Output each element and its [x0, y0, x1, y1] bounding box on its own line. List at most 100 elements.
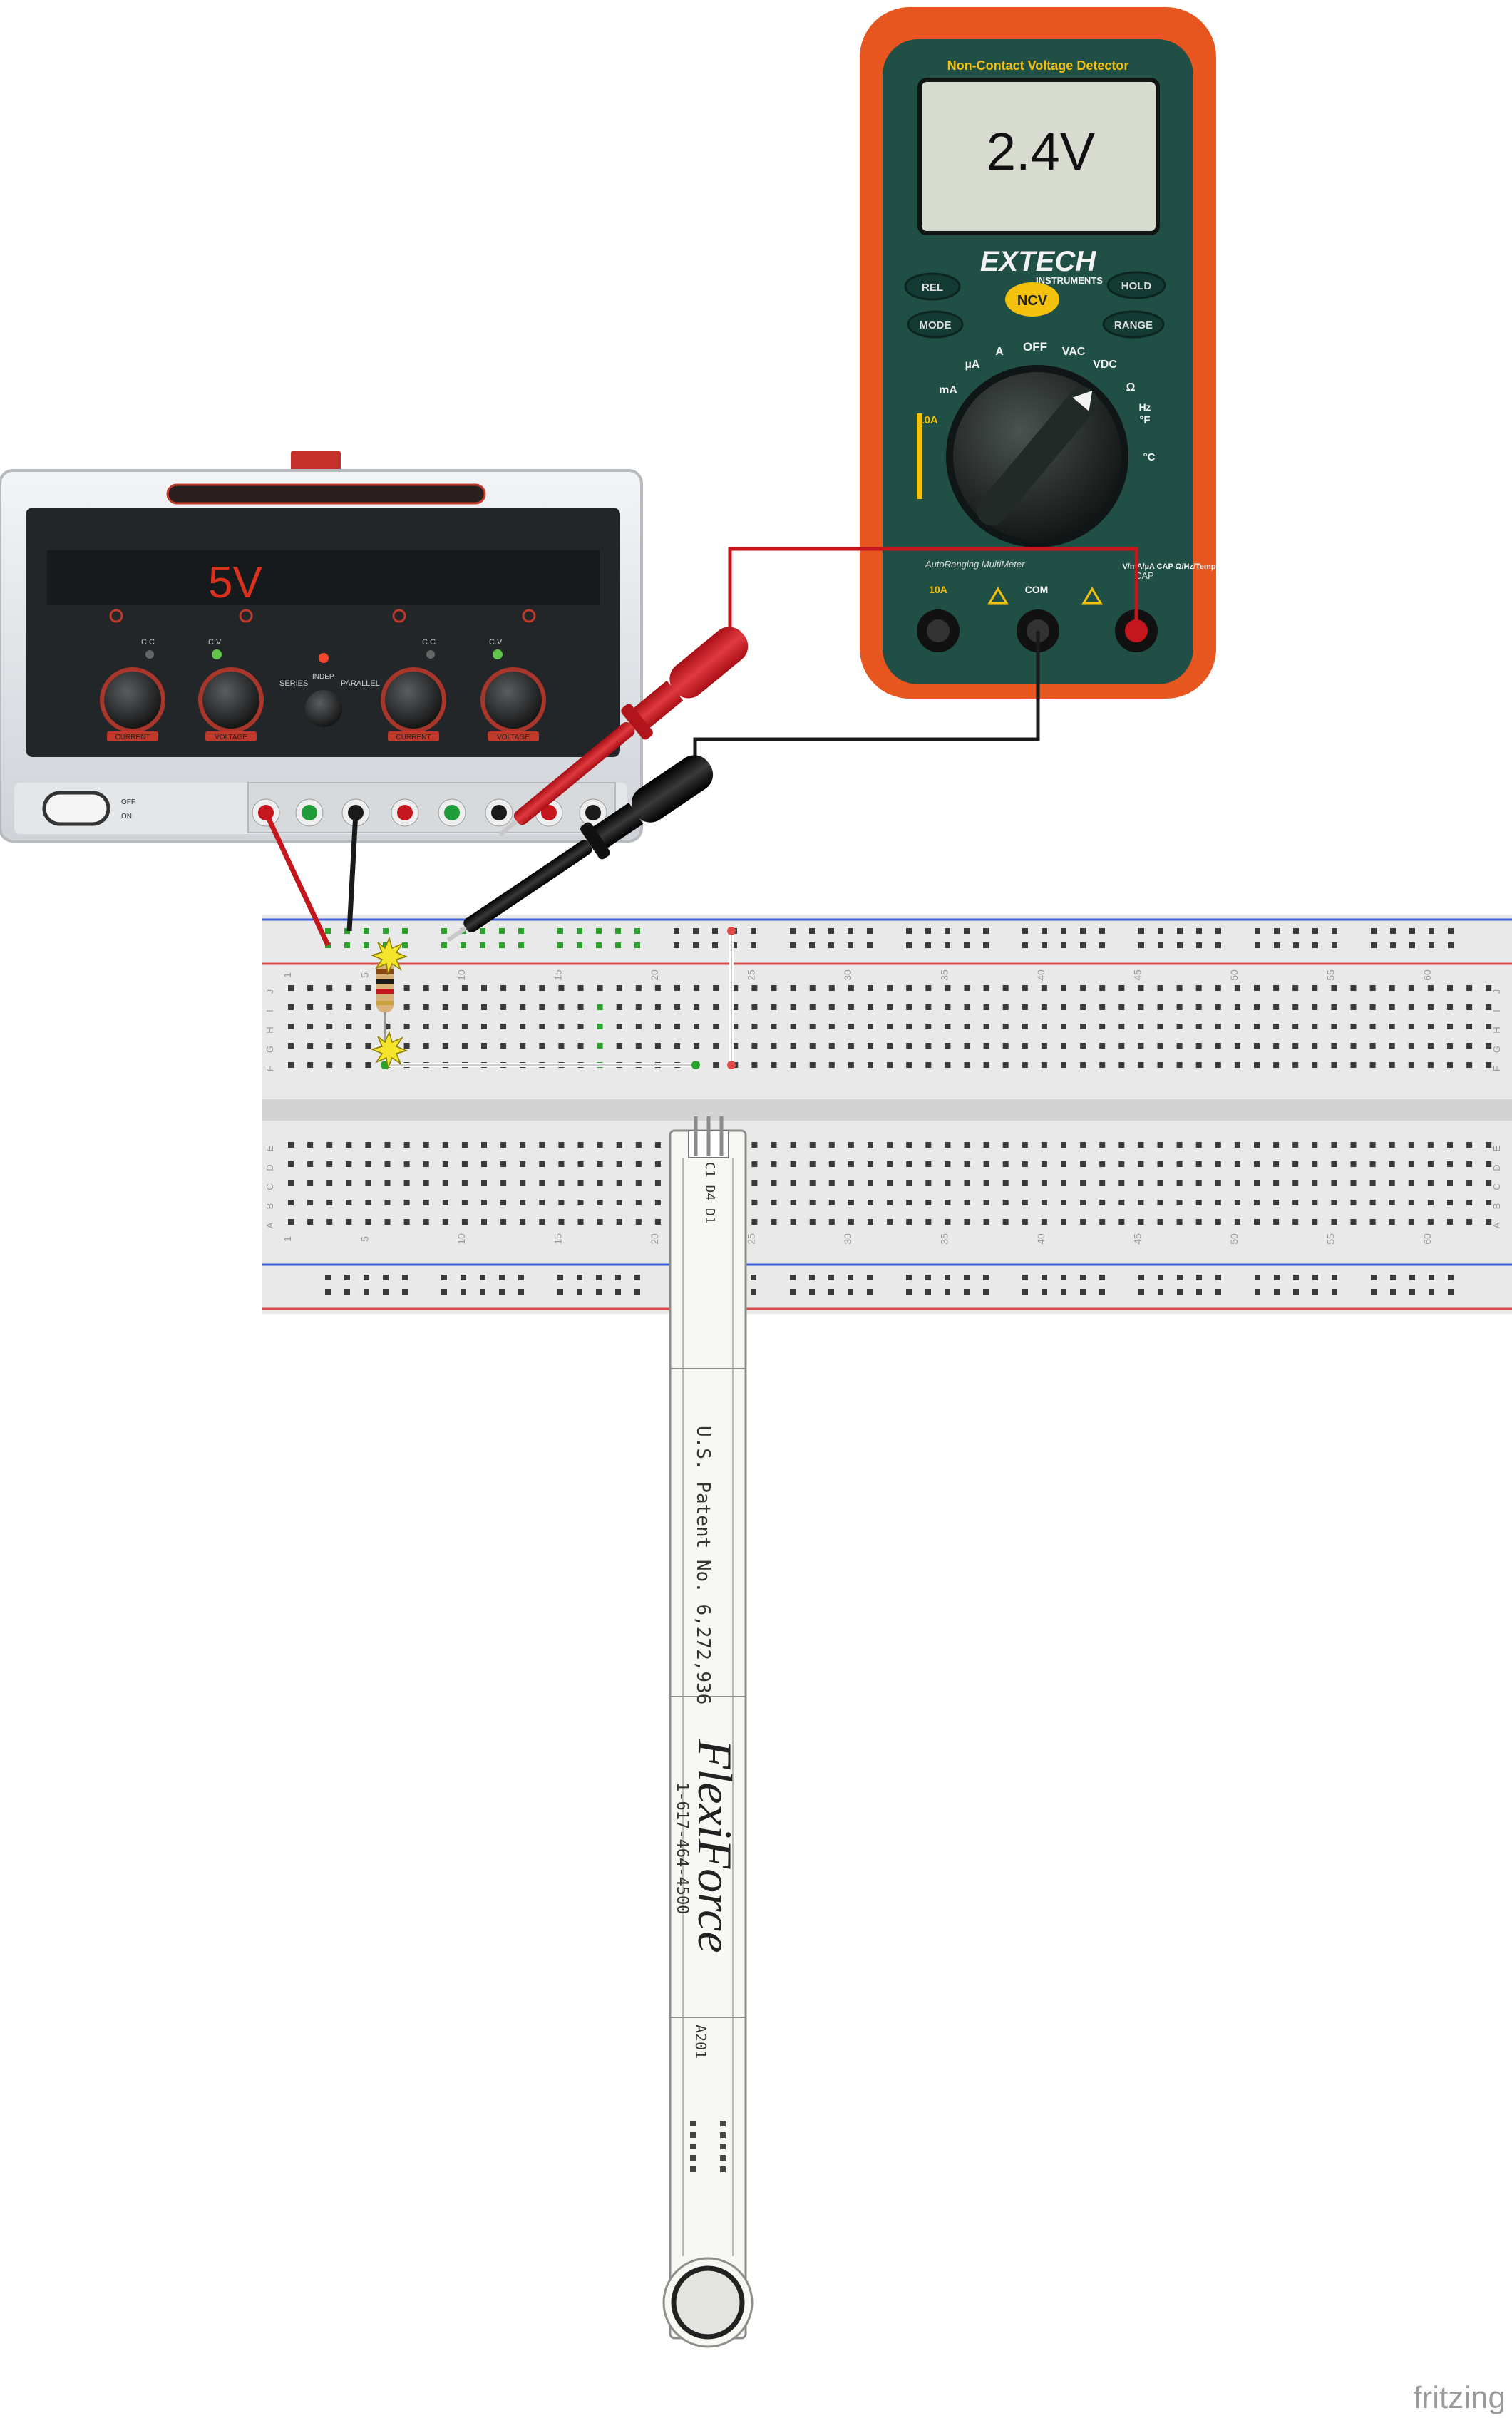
breadboard-hole[interactable] — [1448, 1275, 1454, 1280]
breadboard-hole[interactable] — [1466, 1219, 1473, 1225]
breadboard-hole[interactable] — [1138, 985, 1144, 991]
breadboard-hole[interactable] — [635, 1180, 642, 1186]
breadboard-hole[interactable] — [1041, 1200, 1047, 1205]
breadboard-hole[interactable] — [1389, 1142, 1395, 1148]
breadboard-hole[interactable] — [1332, 942, 1337, 948]
breadboard-hole[interactable] — [1099, 928, 1105, 934]
breadboard-hole[interactable] — [326, 1161, 333, 1167]
breadboard-hole[interactable] — [597, 1024, 603, 1029]
breadboard-hole[interactable] — [1350, 1062, 1357, 1068]
breadboard-hole[interactable] — [771, 1043, 777, 1049]
breadboard-hole[interactable] — [868, 1180, 873, 1186]
breadboard-hole[interactable] — [925, 985, 932, 991]
breadboard-hole[interactable] — [1215, 1219, 1221, 1225]
breadboard-hole[interactable] — [1215, 1062, 1221, 1068]
breadboard-hole[interactable] — [713, 985, 719, 991]
breadboard-hole[interactable] — [1002, 1180, 1009, 1186]
breadboard-hole[interactable] — [1255, 1289, 1260, 1295]
breadboard-hole[interactable] — [964, 1142, 970, 1148]
breadboard-hole[interactable] — [615, 1275, 621, 1280]
breadboard-hole[interactable] — [1061, 1289, 1066, 1295]
breadboard-hole[interactable] — [1254, 1219, 1260, 1225]
breadboard-hole[interactable] — [1061, 1024, 1066, 1029]
breadboard-hole[interactable] — [848, 1289, 853, 1295]
breadboard-hole[interactable] — [1427, 1219, 1434, 1225]
breadboard-hole[interactable] — [635, 1200, 642, 1205]
breadboard-hole[interactable] — [674, 1043, 680, 1049]
breadboard-hole[interactable] — [558, 1142, 565, 1148]
breadboard-hole[interactable] — [364, 928, 369, 934]
breadboard-hole[interactable] — [983, 1024, 989, 1029]
breadboard-hole[interactable] — [1447, 1200, 1453, 1205]
breadboard-hole[interactable] — [1408, 1024, 1414, 1029]
breadboard-hole[interactable] — [577, 1289, 582, 1295]
breadboard-hole[interactable] — [577, 1275, 582, 1280]
breadboard-hole[interactable] — [1273, 1024, 1280, 1029]
breadboard-hole[interactable] — [1061, 1142, 1066, 1148]
breadboard-hole[interactable] — [654, 1200, 661, 1205]
breadboard-hole[interactable] — [1255, 928, 1260, 934]
breadboard-hole[interactable] — [1331, 1004, 1337, 1010]
breadboard-hole[interactable] — [732, 1043, 739, 1049]
breadboard-hole[interactable] — [1350, 1004, 1357, 1010]
breadboard-hole[interactable] — [751, 942, 756, 948]
breadboard-hole[interactable] — [848, 1043, 854, 1049]
breadboard-hole[interactable] — [365, 1004, 371, 1010]
breadboard-hole[interactable] — [442, 1180, 448, 1186]
breadboard-hole[interactable] — [461, 1043, 468, 1049]
breadboard-hole[interactable] — [751, 1219, 758, 1225]
breadboard-hole[interactable] — [1312, 985, 1318, 991]
breadboard-hole[interactable] — [828, 985, 835, 991]
breadboard-hole[interactable] — [520, 1043, 526, 1049]
breadboard-hole[interactable] — [1002, 1024, 1009, 1029]
breadboard-hole[interactable] — [751, 1142, 758, 1148]
breadboard-hole[interactable] — [964, 1161, 970, 1167]
breadboard-hole[interactable] — [1429, 942, 1434, 948]
ps-knob-current-right[interactable] — [381, 667, 446, 733]
breadboard-hole[interactable] — [481, 1200, 487, 1205]
breadboard-hole[interactable] — [809, 985, 816, 991]
breadboard-hole[interactable] — [1118, 1043, 1125, 1049]
breadboard-hole[interactable] — [771, 985, 777, 991]
breadboard-hole[interactable] — [635, 1004, 642, 1010]
breadboard-hole[interactable] — [1369, 1161, 1376, 1167]
breadboard-hole[interactable] — [365, 1062, 371, 1068]
breadboard-hole[interactable] — [577, 1219, 584, 1225]
breadboard-hole[interactable] — [1447, 1043, 1453, 1049]
breadboard-hole[interactable] — [1254, 1161, 1260, 1167]
breadboard-hole[interactable] — [558, 1004, 565, 1010]
breadboard-hole[interactable] — [1389, 1024, 1395, 1029]
breadboard-hole[interactable] — [751, 1275, 756, 1280]
breadboard-hole[interactable] — [809, 1161, 816, 1167]
breadboard-hole[interactable] — [751, 1200, 758, 1205]
breadboard-hole[interactable] — [1408, 1180, 1414, 1186]
breadboard-hole[interactable] — [1332, 1289, 1337, 1295]
breadboard-hole[interactable] — [945, 1219, 951, 1225]
breadboard-hole[interactable] — [307, 1200, 314, 1205]
breadboard-hole[interactable] — [887, 985, 893, 991]
breadboard-hole[interactable] — [616, 1024, 622, 1029]
breadboard-hole[interactable] — [288, 1024, 294, 1029]
breadboard-hole[interactable] — [945, 1004, 951, 1010]
breadboard-hole[interactable] — [790, 1004, 796, 1010]
breadboard-hole[interactable] — [868, 1004, 873, 1010]
breadboard-hole[interactable] — [307, 1004, 314, 1010]
breadboard-hole[interactable] — [945, 1062, 951, 1068]
breadboard-hole[interactable] — [867, 1275, 873, 1280]
breadboard-hole[interactable] — [751, 985, 758, 991]
breadboard-hole[interactable] — [1061, 942, 1066, 948]
breadboard-hole[interactable] — [1157, 1142, 1163, 1148]
breadboard-hole[interactable] — [364, 942, 369, 948]
breadboard-hole[interactable] — [1466, 1024, 1473, 1029]
breadboard-hole[interactable] — [518, 1289, 524, 1295]
breadboard-hole[interactable] — [520, 1200, 526, 1205]
breadboard-hole[interactable] — [1061, 985, 1066, 991]
breadboard-hole[interactable] — [1041, 1004, 1047, 1010]
breadboard-hole[interactable] — [1486, 1043, 1492, 1049]
breadboard-hole[interactable] — [983, 1219, 989, 1225]
breadboard-hole[interactable] — [1061, 1043, 1066, 1049]
breadboard-hole[interactable] — [1369, 985, 1376, 991]
breadboard-hole[interactable] — [654, 1004, 661, 1010]
breadboard-hole[interactable] — [868, 1161, 873, 1167]
breadboard-hole[interactable] — [344, 1275, 350, 1280]
